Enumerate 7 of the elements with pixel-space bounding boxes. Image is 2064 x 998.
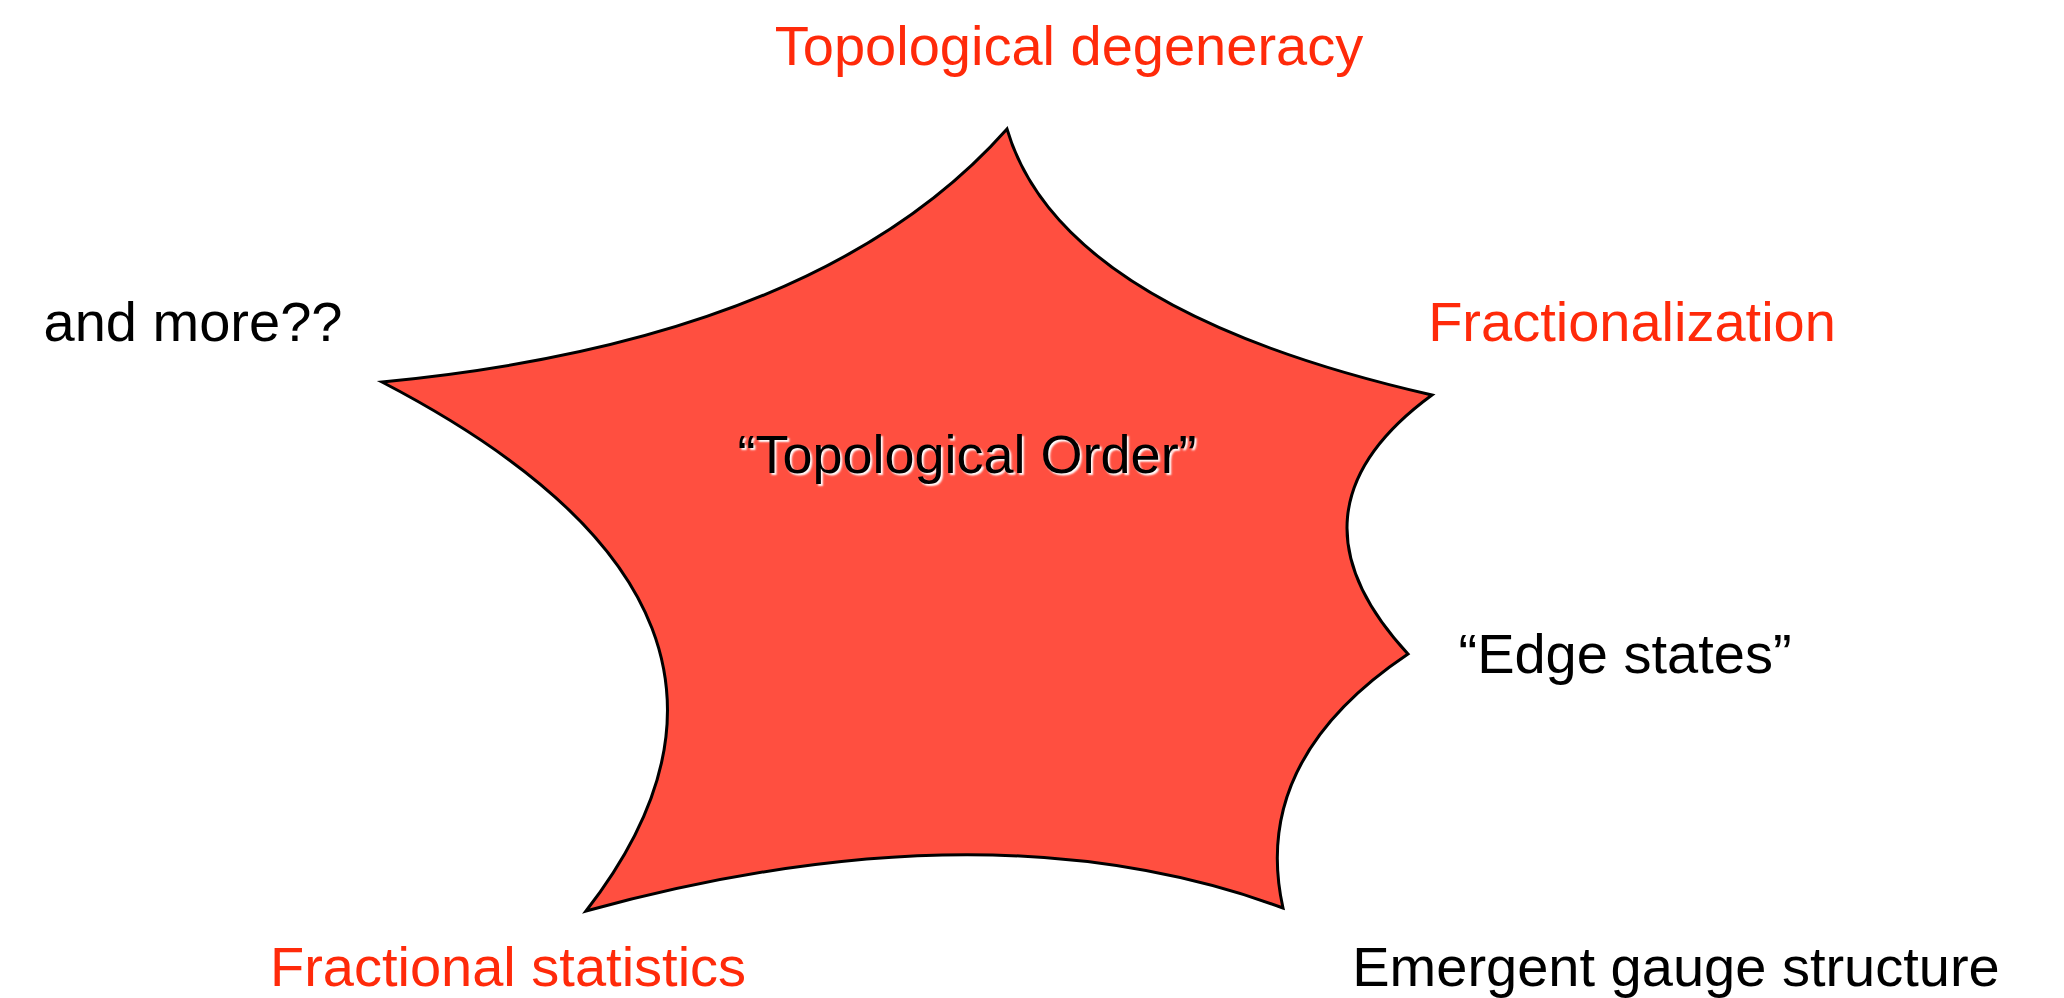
property-label: Fractionalization xyxy=(1428,291,1836,353)
property-label: Emergent gauge structure xyxy=(1352,936,2000,998)
property-label: and more?? xyxy=(43,291,343,353)
property-label: Topological degeneracy xyxy=(774,15,1364,77)
property-label: “Edge states” xyxy=(1458,623,1792,685)
star-label: “Topological Order” xyxy=(737,423,1197,485)
property-label: Fractional statistics xyxy=(269,936,747,998)
